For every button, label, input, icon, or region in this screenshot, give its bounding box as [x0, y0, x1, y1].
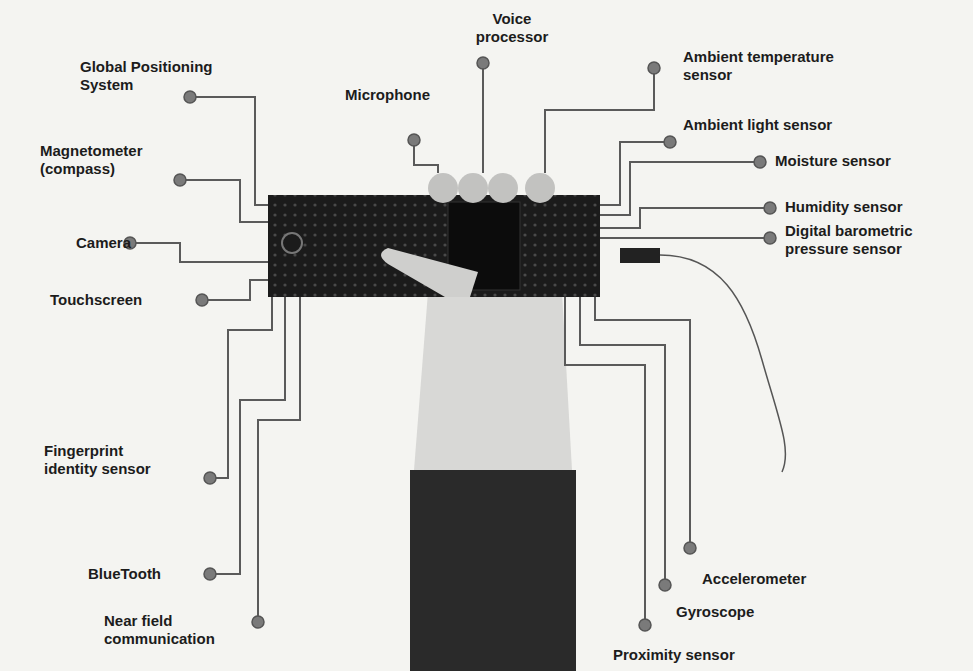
sensor-label: Magnetometer (compass) [40, 142, 175, 178]
leader-dot [196, 294, 208, 306]
sensor-label: Digital barometric pressure sensor [785, 222, 950, 258]
leader-dot [204, 472, 216, 484]
leader-dots [124, 57, 776, 631]
leader-dot [684, 542, 696, 554]
sensor-label: Ambient light sensor [683, 116, 832, 134]
leader-line [600, 142, 670, 205]
leader-lines [130, 63, 770, 625]
leader-dot [659, 579, 671, 591]
sensor-label: Proximity sensor [613, 646, 735, 664]
sensor-label: Near field communication [104, 612, 249, 648]
leader-dot [204, 568, 216, 580]
sensor-label: Camera [76, 234, 131, 252]
leader-line [600, 237, 770, 239]
sensor-label: Touchscreen [50, 291, 142, 309]
sensor-label: Gyroscope [676, 603, 754, 621]
sensor-label: Accelerometer [702, 570, 806, 588]
leader-line [210, 297, 285, 574]
leader-line [482, 63, 484, 173]
leader-dot [664, 136, 676, 148]
leader-dot [764, 202, 776, 214]
leader-dot [174, 174, 186, 186]
leader-line [190, 97, 268, 205]
leader-line [202, 280, 268, 300]
sensor-label: Global Positioning System [80, 58, 250, 94]
finger [525, 173, 555, 203]
sensor-label: Microphone [345, 86, 430, 104]
finger [428, 173, 458, 203]
arm [414, 292, 572, 470]
leader-line [545, 68, 654, 173]
leader-dot [764, 232, 776, 244]
leader-dot [477, 57, 489, 69]
leader-dot [184, 91, 196, 103]
cable-wire [660, 255, 785, 472]
camera-lens [282, 233, 302, 253]
leader-line [580, 297, 665, 585]
leader-line [130, 243, 268, 262]
sensor-label: BlueTooth [88, 565, 161, 583]
sensor-label: Voice processor [462, 10, 562, 46]
leader-line [180, 180, 268, 222]
phone-body [268, 195, 600, 297]
sensor-label: Fingerprint identity sensor [44, 442, 169, 478]
leader-dot [648, 62, 660, 74]
leader-line [565, 297, 645, 625]
leader-line [595, 297, 690, 548]
thumb [381, 248, 478, 297]
sensor-label: Ambient temperature sensor [683, 48, 848, 84]
sensor-label: Moisture sensor [775, 152, 891, 170]
finger [488, 173, 518, 203]
sleeve [410, 470, 576, 671]
leader-dot [639, 619, 651, 631]
leader-dot [252, 616, 264, 628]
leader-dot [754, 156, 766, 168]
cable-plug [620, 248, 660, 263]
leader-line [258, 297, 300, 622]
sensor-label: Humidity sensor [785, 198, 903, 216]
leader-line [600, 208, 770, 228]
leader-dot [408, 134, 420, 146]
phone-texture [268, 195, 600, 297]
finger [458, 173, 488, 203]
